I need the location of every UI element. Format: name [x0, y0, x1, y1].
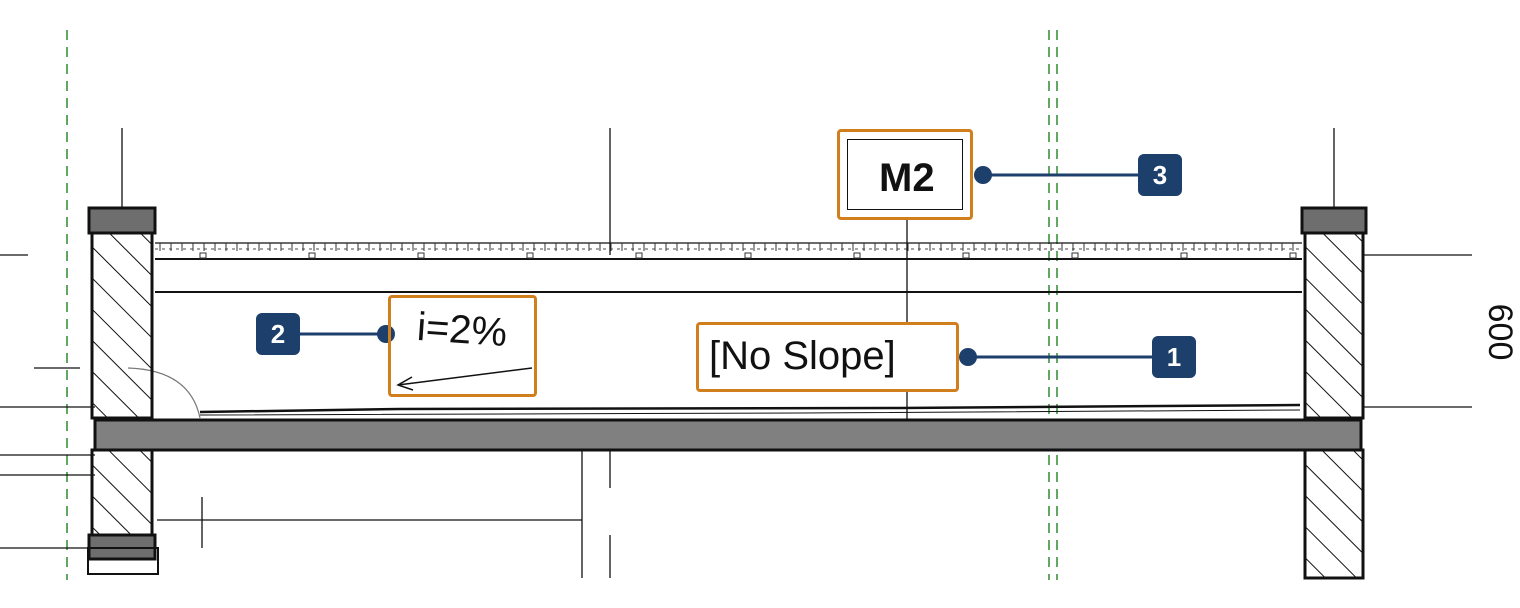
insulation-anchor — [1071, 252, 1079, 259]
left-wall — [87, 206, 159, 575]
slope-tag-box[interactable]: i=2% — [388, 295, 537, 397]
material-tag-inner-frame — [847, 139, 963, 210]
insulation-anchor — [199, 252, 207, 259]
callout-badge-3: 3 — [1138, 154, 1182, 196]
no-slope-tag-text: [No Slope] — [709, 334, 896, 378]
insulation-anchor — [1180, 252, 1188, 259]
insulation-anchor — [744, 252, 752, 259]
leader-lines — [300, 173, 1152, 359]
reference-lines — [0, 128, 1472, 578]
grid-lines — [66, 30, 1058, 580]
insulation-anchor — [308, 252, 316, 259]
concrete-slab — [93, 418, 1363, 452]
insulation-anchor — [962, 252, 970, 259]
material-tag-text: M2 — [879, 156, 935, 200]
dimension-label: 600 — [1481, 303, 1519, 361]
right-wall — [1300, 206, 1368, 580]
slope-arrow — [396, 367, 533, 391]
leader-dot-3 — [974, 166, 992, 184]
insulation-marks — [159, 243, 1297, 259]
insulation-anchor — [417, 252, 425, 259]
insulation-anchor — [526, 252, 534, 259]
callout-badge-1: 1 — [1152, 336, 1196, 378]
insulation-anchor — [853, 252, 861, 259]
insulation-anchor — [1289, 252, 1297, 259]
leader-dot-1 — [959, 348, 977, 366]
insulation-anchor — [635, 252, 643, 259]
callout-badge-2: 2 — [256, 313, 300, 355]
no-slope-tag-box[interactable]: [No Slope] — [696, 322, 959, 392]
material-tag-box[interactable]: M2 — [837, 129, 973, 220]
roof-layers — [155, 242, 1302, 416]
slope-tag-text: i=2% — [415, 304, 509, 356]
